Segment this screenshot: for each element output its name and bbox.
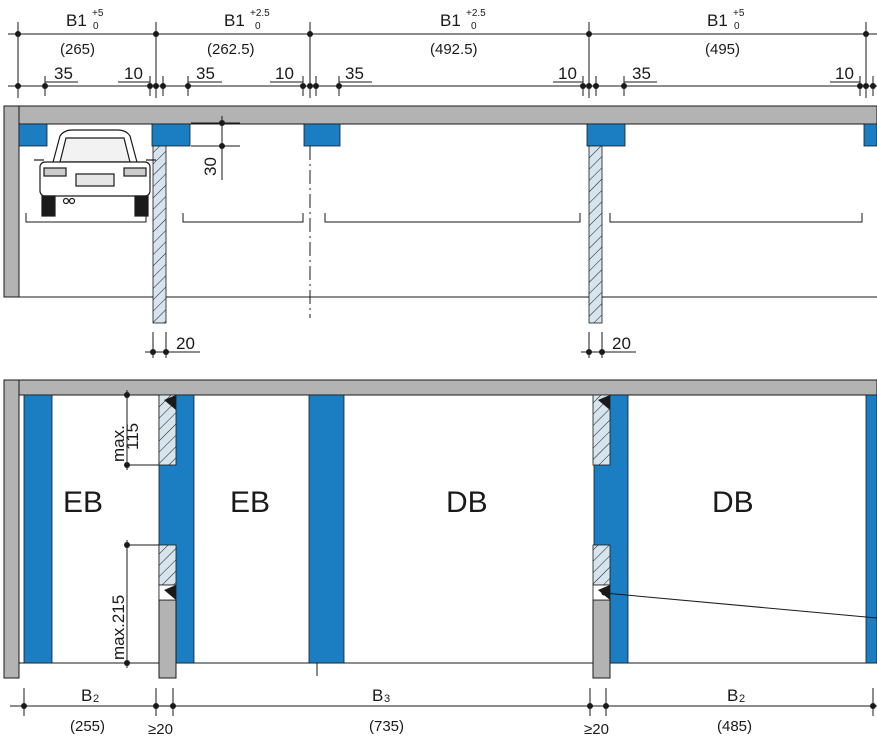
bay-value: (492.5)	[430, 41, 478, 58]
bay-tolerance: +2.5	[466, 8, 486, 19]
plan-top-wall	[3, 379, 877, 396]
bay-type-label: DB	[712, 486, 754, 519]
post-width-label: 20	[176, 334, 195, 353]
bay-type-label: EB	[63, 486, 103, 519]
post-width-label: 20	[612, 334, 631, 353]
b2-right-sub: 2	[739, 693, 745, 705]
platform-bracket	[182, 213, 304, 223]
bay-tolerance-low: 0	[93, 21, 99, 32]
platform-bracket	[324, 213, 581, 223]
partition-post	[158, 599, 177, 679]
bay-tolerance-low: 0	[255, 21, 261, 32]
section-view: 30 20 20	[3, 105, 877, 358]
bay-header-2: B1 +2.5 0 (262.5)	[207, 8, 270, 58]
b2-left-label: B	[81, 686, 92, 705]
plan-left-wall	[3, 379, 20, 679]
bay-tolerance-low: 0	[471, 21, 477, 32]
beam	[303, 123, 341, 147]
offset-label: 35	[54, 64, 73, 83]
gap-label-2: ≥20	[584, 721, 609, 736]
max-215-label: max.215	[109, 595, 128, 660]
bay-type-label: DB	[446, 486, 488, 519]
plan-view: max. 115 max.215 EB EB DB DB	[3, 379, 877, 679]
offset-label: 35	[632, 64, 651, 83]
offset-label: 35	[196, 64, 215, 83]
bay-tolerance: +5	[733, 8, 745, 19]
bay-label: B1	[224, 11, 245, 30]
offset-label: 10	[275, 64, 294, 83]
bay-header-4: B1 +5 0 (495)	[705, 8, 745, 58]
beam	[151, 123, 191, 147]
platform-bracket	[25, 213, 147, 223]
bay-label: B1	[440, 11, 461, 30]
partition-post	[588, 145, 603, 324]
b3-value: (735)	[369, 718, 404, 735]
b2-right-label: B	[727, 686, 738, 705]
partition-segment	[592, 394, 611, 466]
max-115-label-line1: max.	[109, 425, 128, 462]
height-dim-label: 30	[201, 157, 220, 176]
partition-segment	[592, 544, 611, 586]
offset-label: 10	[124, 64, 143, 83]
ceiling-slab	[3, 105, 877, 125]
bottom-dimensions: B 2 (255) ≥20 B 3 (735) ≥20 B 2 (485)	[10, 686, 877, 736]
platform-bracket	[609, 213, 863, 223]
b2-left-value: (255)	[70, 718, 105, 735]
offset-label: 10	[558, 64, 577, 83]
bay-value: (262.5)	[207, 41, 255, 58]
beam	[586, 123, 626, 147]
platform-rail	[23, 394, 53, 664]
platform-rail	[865, 394, 877, 664]
partition-post	[592, 599, 611, 679]
offset-label: 35	[345, 64, 364, 83]
platform-rail	[308, 394, 345, 664]
bay-tolerance: +5	[92, 8, 104, 19]
bay-value: (495)	[705, 41, 740, 58]
car-rear-icon	[34, 129, 156, 217]
offset-labels: 35 10 35 10 35 10 35 10	[54, 64, 854, 83]
bay-label: B1	[66, 11, 87, 30]
beam	[18, 123, 48, 147]
bay-tolerance: +2.5	[250, 8, 270, 19]
b3-sub: 3	[384, 693, 390, 705]
partition-segment	[158, 394, 177, 466]
b3-label: B	[372, 686, 383, 705]
beam	[863, 123, 877, 147]
left-wall	[3, 105, 20, 298]
max-115-label-line2: 115	[123, 423, 142, 450]
bay-type-label: EB	[230, 486, 270, 519]
b2-right-value: (485)	[717, 718, 752, 735]
partition-segment	[158, 544, 177, 586]
partition-post	[152, 145, 167, 324]
bay-header-1: B1 +5 0 (265)	[60, 8, 104, 58]
bay-tolerance-low: 0	[734, 21, 740, 32]
top-dimensions	[8, 22, 877, 98]
b2-left-sub: 2	[93, 693, 99, 705]
gap-label-1: ≥20	[148, 721, 173, 736]
offset-label: 10	[835, 64, 854, 83]
bay-header-3: B1 +2.5 0 (492.5)	[430, 8, 486, 58]
bay-label: B1	[707, 11, 728, 30]
bay-value: (265)	[60, 41, 95, 58]
